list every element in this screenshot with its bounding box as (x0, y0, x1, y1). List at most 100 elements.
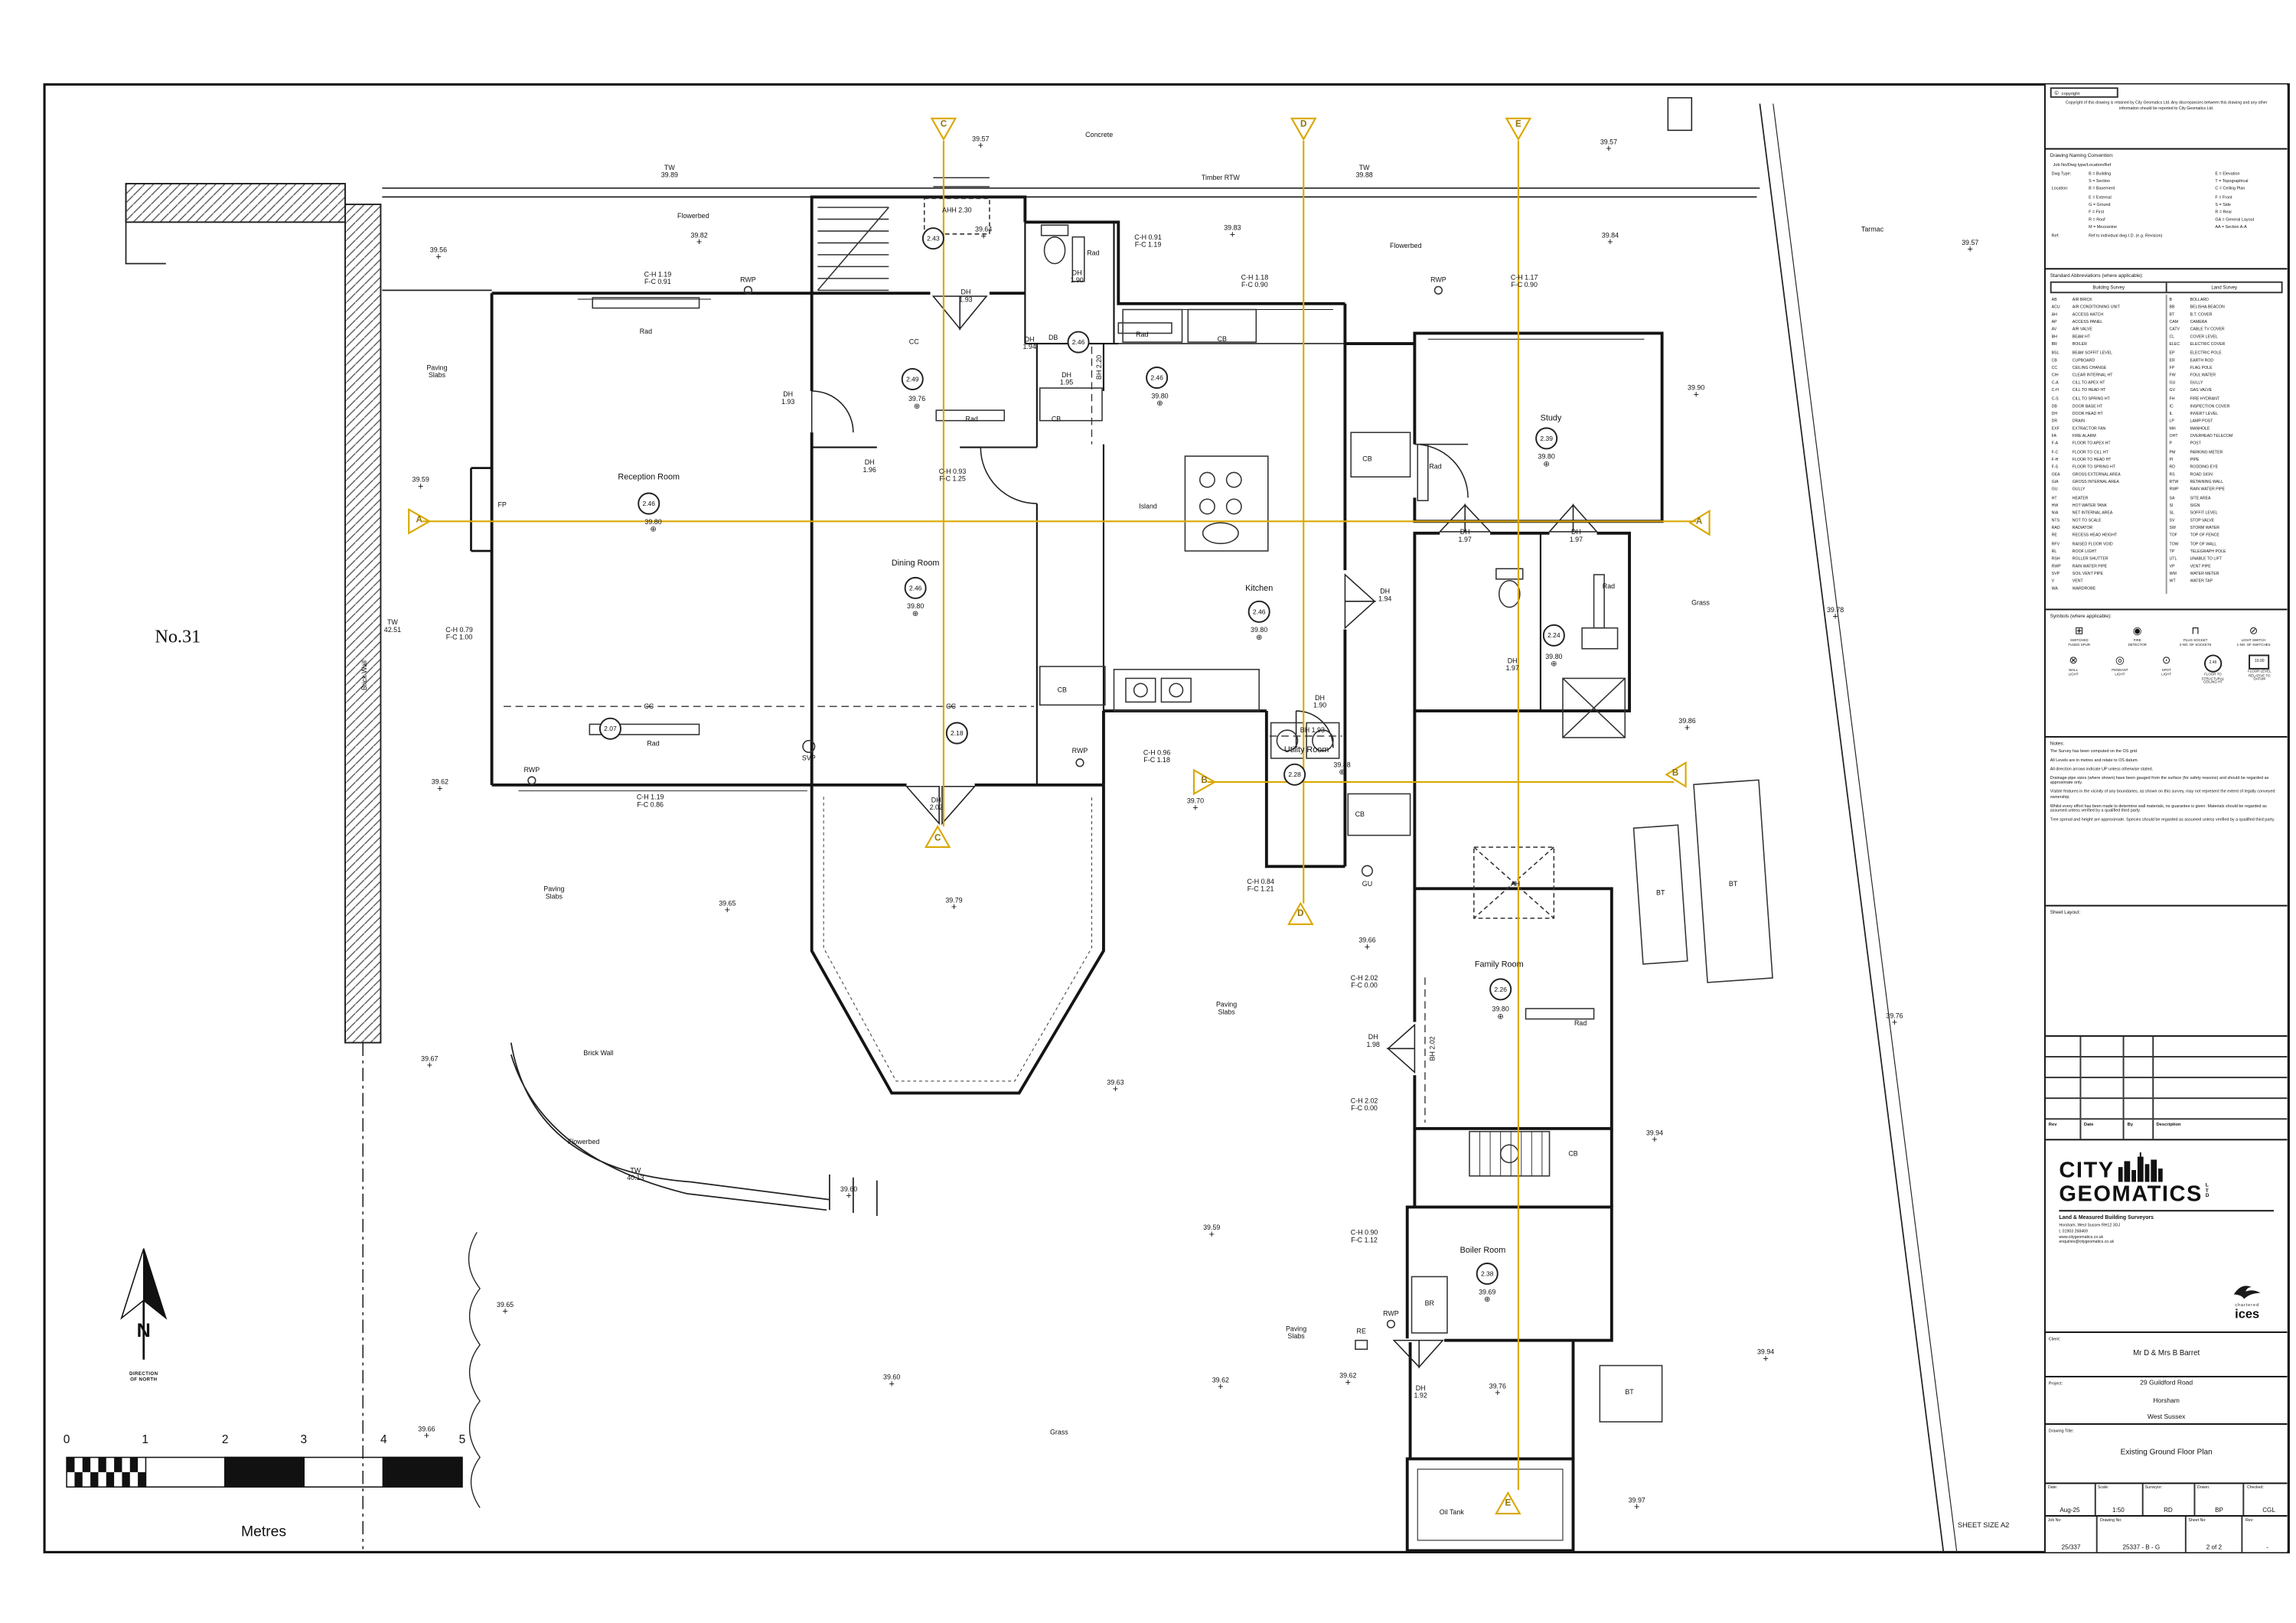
revision-empty-cell (2046, 1058, 2079, 1077)
plan-label: DH 2.02 (929, 796, 943, 812)
logo-tagline: Land & Measured Building Surveyors (2059, 1214, 2154, 1221)
abbrev-name: RAISED FLOOR VOID (2072, 541, 2113, 546)
revision-header-cell: Date (2079, 1119, 2123, 1139)
plan-label: Paving Slabs (543, 885, 565, 901)
ices-label: ices (2235, 1305, 2260, 1321)
naming-cell (2050, 178, 2087, 185)
naming-cell: E = Elevation (2215, 170, 2240, 177)
spot-level: 39.60+ (840, 1185, 858, 1202)
field-label: Drawing No: (2099, 1517, 2122, 1523)
plan-label: BH 1.93 (1300, 726, 1325, 734)
plan-label: DH 1.95 (1059, 371, 1074, 387)
boundary-wall-hatch-top (125, 183, 346, 223)
logo-city: CITY (2059, 1158, 2115, 1184)
abbrev-code: GU (2051, 487, 2058, 493)
symbol-item: ⊘LIGHT SWITCH 1-NO. OF SWITCHES (2225, 625, 2283, 648)
plan-label: Paving Slabs (426, 363, 448, 380)
symbol-caption: FLOOR LEVEL RELATIVE TO DATUM (2248, 670, 2272, 683)
abbrev-name: COVER LEVEL (2190, 334, 2218, 340)
plan-label: C-H 0.96 F-C 1.18 (1143, 748, 1171, 764)
plan-label: C-H 2.02 F-C 0.00 (1350, 974, 1378, 989)
address-line[interactable]: enquiries@citygeomatics.co.uk (2059, 1240, 2115, 1245)
spot-level: 39.76+ (1489, 1382, 1506, 1400)
abbrev-code: IC (2169, 403, 2174, 409)
abbrev-code: CATV (2169, 327, 2180, 332)
plan-label: Paving Slabs (1285, 1325, 1307, 1341)
note-item: All direction arrows indicate UP unless … (2050, 764, 2154, 771)
abbrev-code: GV (2169, 388, 2176, 393)
sheet-layout-section: Sheet Layout: (2045, 907, 2288, 1037)
plan-label: TW 42.51 (383, 618, 402, 634)
plan-label: Rad (965, 415, 978, 423)
spot-level: 39.66+ (418, 1425, 435, 1442)
abbrev-code: RWP (2051, 564, 2061, 569)
naming-cell (2050, 200, 2087, 208)
abbrev-name: TOP OF FENCE (2190, 533, 2219, 539)
note-item: Drainage pipe sizes (where shown) have b… (2050, 774, 2269, 786)
section-letter: E (1515, 120, 1521, 130)
abbrev-code: GU (2169, 380, 2176, 386)
section-letter: A (416, 516, 422, 526)
revision-empty-cell (2046, 1078, 2079, 1097)
titleblock-field: Sheet No:2 of 2 (2184, 1516, 2242, 1553)
plan-label: C-H 1.19 F-C 0.86 (636, 793, 664, 809)
abbrev-code: RS (2169, 472, 2175, 477)
abbrev-code: TOW (2169, 541, 2179, 546)
field-label: Rev: (2245, 1517, 2254, 1523)
abbrev-name: CILL TO SPRING HT (2072, 396, 2110, 401)
abbrev-name: SIGN (2190, 503, 2200, 508)
field-value: CGL (2262, 1505, 2275, 1514)
abbrev-name: HOT WATER TANK (2072, 503, 2108, 508)
floor-level: 39.80⊕ (1492, 1005, 1509, 1022)
plan-label: DH 1.94 (1022, 335, 1036, 351)
abbrev-code: F-S (2051, 464, 2059, 470)
symbols-row-1: ⊞SWITCHED FUSED SPUR◉FIRE DETECTOR⊓PLUG … (2050, 625, 2283, 648)
titleblock-field: Scale:1:50 (2094, 1484, 2141, 1516)
field-label: Drawn: (2197, 1485, 2210, 1491)
plan-label: BT (1656, 888, 1665, 897)
abbrev-code: RE (2051, 533, 2057, 539)
plan-label: C-H 1.18 F-C 0.90 (1241, 273, 1269, 289)
plan-label: BT (1728, 880, 1738, 888)
abbrev-code: F-A (2051, 442, 2059, 447)
abbreviations-section: Standard Abbreviations (where applicable… (2045, 269, 2288, 611)
symbol-caption: PLUG SOCKET 2-NO. OF SOCKETS (2179, 640, 2212, 647)
abbrev-code: C-H (2051, 388, 2059, 393)
abbrev-name: PARKING METER (2190, 449, 2223, 455)
symbol-caption: SWITCHED FUSED SPUR (2068, 640, 2091, 647)
ices-bird-icon (2233, 1285, 2261, 1299)
plan-label: AHH 2.30 (942, 206, 972, 214)
spot-level: 39.57+ (1600, 138, 1618, 155)
abbrev-code: WT (2169, 579, 2176, 585)
abbrev-code: PI (2169, 457, 2174, 462)
field-label: Date: (2047, 1485, 2058, 1491)
abbrev-name: RODDING EYE (2190, 464, 2219, 470)
abbrev-name: CAMERA (2190, 320, 2207, 324)
logo-address: Horsham, West Sussex RH12 3GJ t. 01903 2… (2059, 1224, 2282, 1246)
field-value: RD (2164, 1505, 2173, 1514)
address-line[interactable]: www.citygeomatics.co.uk (2059, 1234, 2104, 1240)
